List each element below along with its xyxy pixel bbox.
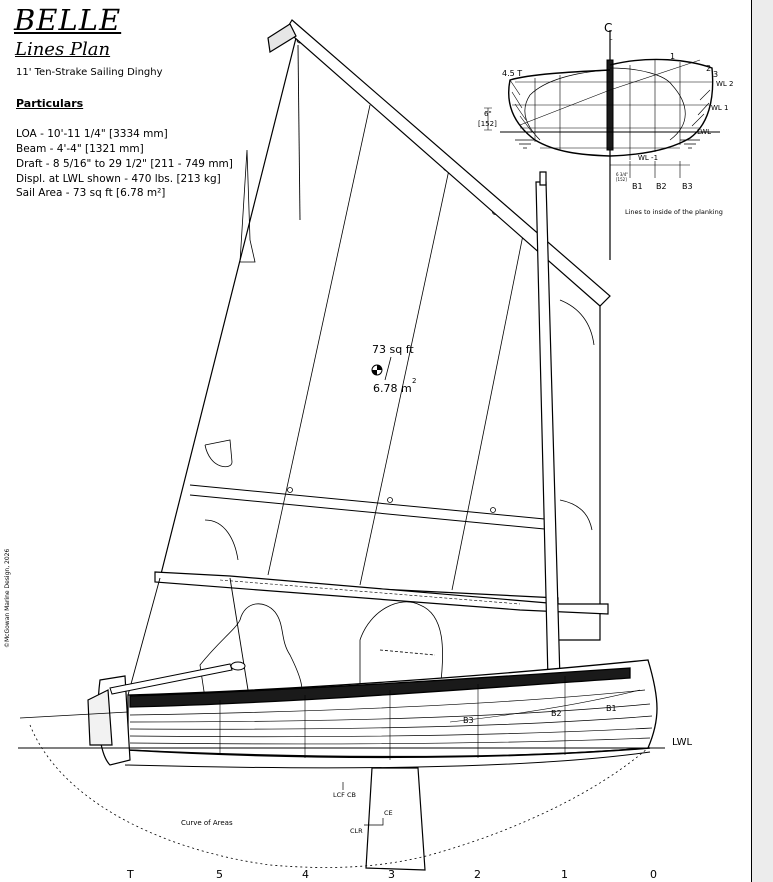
boom-spar [154, 571, 609, 615]
profile-labels: LWL B1 B2 B3 LCF CB CE CLR Curve of Area… [181, 704, 693, 835]
sail-area-marker: 73 sq ft 6.78 m 2 [371, 343, 416, 395]
body-plan [484, 30, 720, 260]
station-t: T [126, 868, 134, 881]
drawing-subtitle: Lines Plan [15, 39, 111, 60]
buttock-b2-label: B2 [551, 709, 562, 718]
station-1-label: 1 [670, 52, 675, 61]
hull-profile [124, 659, 658, 769]
ce-label: CE [384, 809, 393, 817]
station-5: 5 [216, 868, 223, 881]
buttock-b3-label: B3 [463, 716, 474, 725]
particulars-heading: Particulars [16, 97, 84, 110]
buttock-spacing-metric: [152] [616, 177, 627, 182]
wl2-label: WL 2 [716, 80, 734, 88]
wl-spacing-imperial: 6" [484, 110, 492, 118]
buttock-b1-label: B1 [606, 704, 617, 713]
body-plan-labels: C L 4.5 T 1 2 3 WL 2 WL 1 LWL WL -1 6" [… [478, 21, 734, 216]
crew-silhouettes [199, 601, 443, 699]
wl-minus1-label: WL -1 [638, 154, 658, 162]
spec-loa: LOA - 10'-11 1/4" [3334 mm] [16, 128, 168, 140]
station-2-label: 2 [706, 64, 711, 73]
ce-clr-markers [342, 782, 384, 826]
centerline-label: C [604, 21, 612, 35]
spec-displacement: Displ. at LWL shown - 470 lbs. [213 kg] [16, 173, 221, 185]
station-2: 2 [474, 868, 481, 881]
station-0: 0 [650, 868, 657, 881]
rigging [127, 577, 249, 696]
station-3: 3 [388, 868, 395, 881]
sail-area-imperial: 73 sq ft [372, 343, 414, 356]
drawing-title: BELLE [14, 3, 122, 37]
lines-plan-drawing: LWL B1 B2 B3 LCF CB CE CLR Curve of Area… [18, 19, 734, 881]
station-1: 1 [561, 868, 568, 881]
curve-of-areas [19, 711, 649, 868]
spec-sail-area: Sail Area - 73 sq ft [6.78 m²] [16, 187, 166, 199]
sail-area-metric-exponent: 2 [412, 377, 416, 385]
buttock-spacing-imperial: 6 3/4" [616, 172, 628, 177]
rudder [87, 675, 131, 766]
sail [159, 28, 601, 641]
lwl-body-label: LWL [697, 128, 711, 136]
boat-description: 11' Ten-Strake Sailing Dinghy [16, 67, 163, 78]
curve-of-areas-label: Curve of Areas [181, 819, 233, 827]
lwl-label: LWL [672, 737, 693, 748]
station-3-label: 3 [713, 70, 718, 79]
centerline-sub-label: L [609, 35, 613, 42]
viewer-gutter [752, 0, 773, 882]
station-4: 4 [302, 868, 309, 881]
centerboard [365, 767, 426, 871]
clr-label: CLR [350, 827, 363, 835]
body-b1-label: B1 [632, 182, 643, 191]
body-b2-label: B2 [656, 182, 667, 191]
tiller [109, 661, 246, 695]
wl1-label: WL 1 [711, 104, 729, 112]
sail-area-metric: 6.78 m [373, 382, 412, 395]
wl-spacing-metric: [152] [478, 120, 497, 128]
gaff-spar [267, 19, 611, 307]
station-numbers: T 5 4 3 2 1 0 [126, 868, 657, 881]
body-b3-label: B3 [682, 182, 693, 191]
spec-beam: Beam - 4'-4" [1321 mm] [16, 143, 144, 155]
spec-draft: Draft - 8 5/16" to 29 1/2" [211 - 749 mm… [16, 158, 233, 170]
planking-note: Lines to inside of the planking [625, 208, 723, 216]
sheer-station-label: 4.5 T [502, 69, 522, 78]
lcf-cb-label: LCF CB [333, 791, 356, 799]
